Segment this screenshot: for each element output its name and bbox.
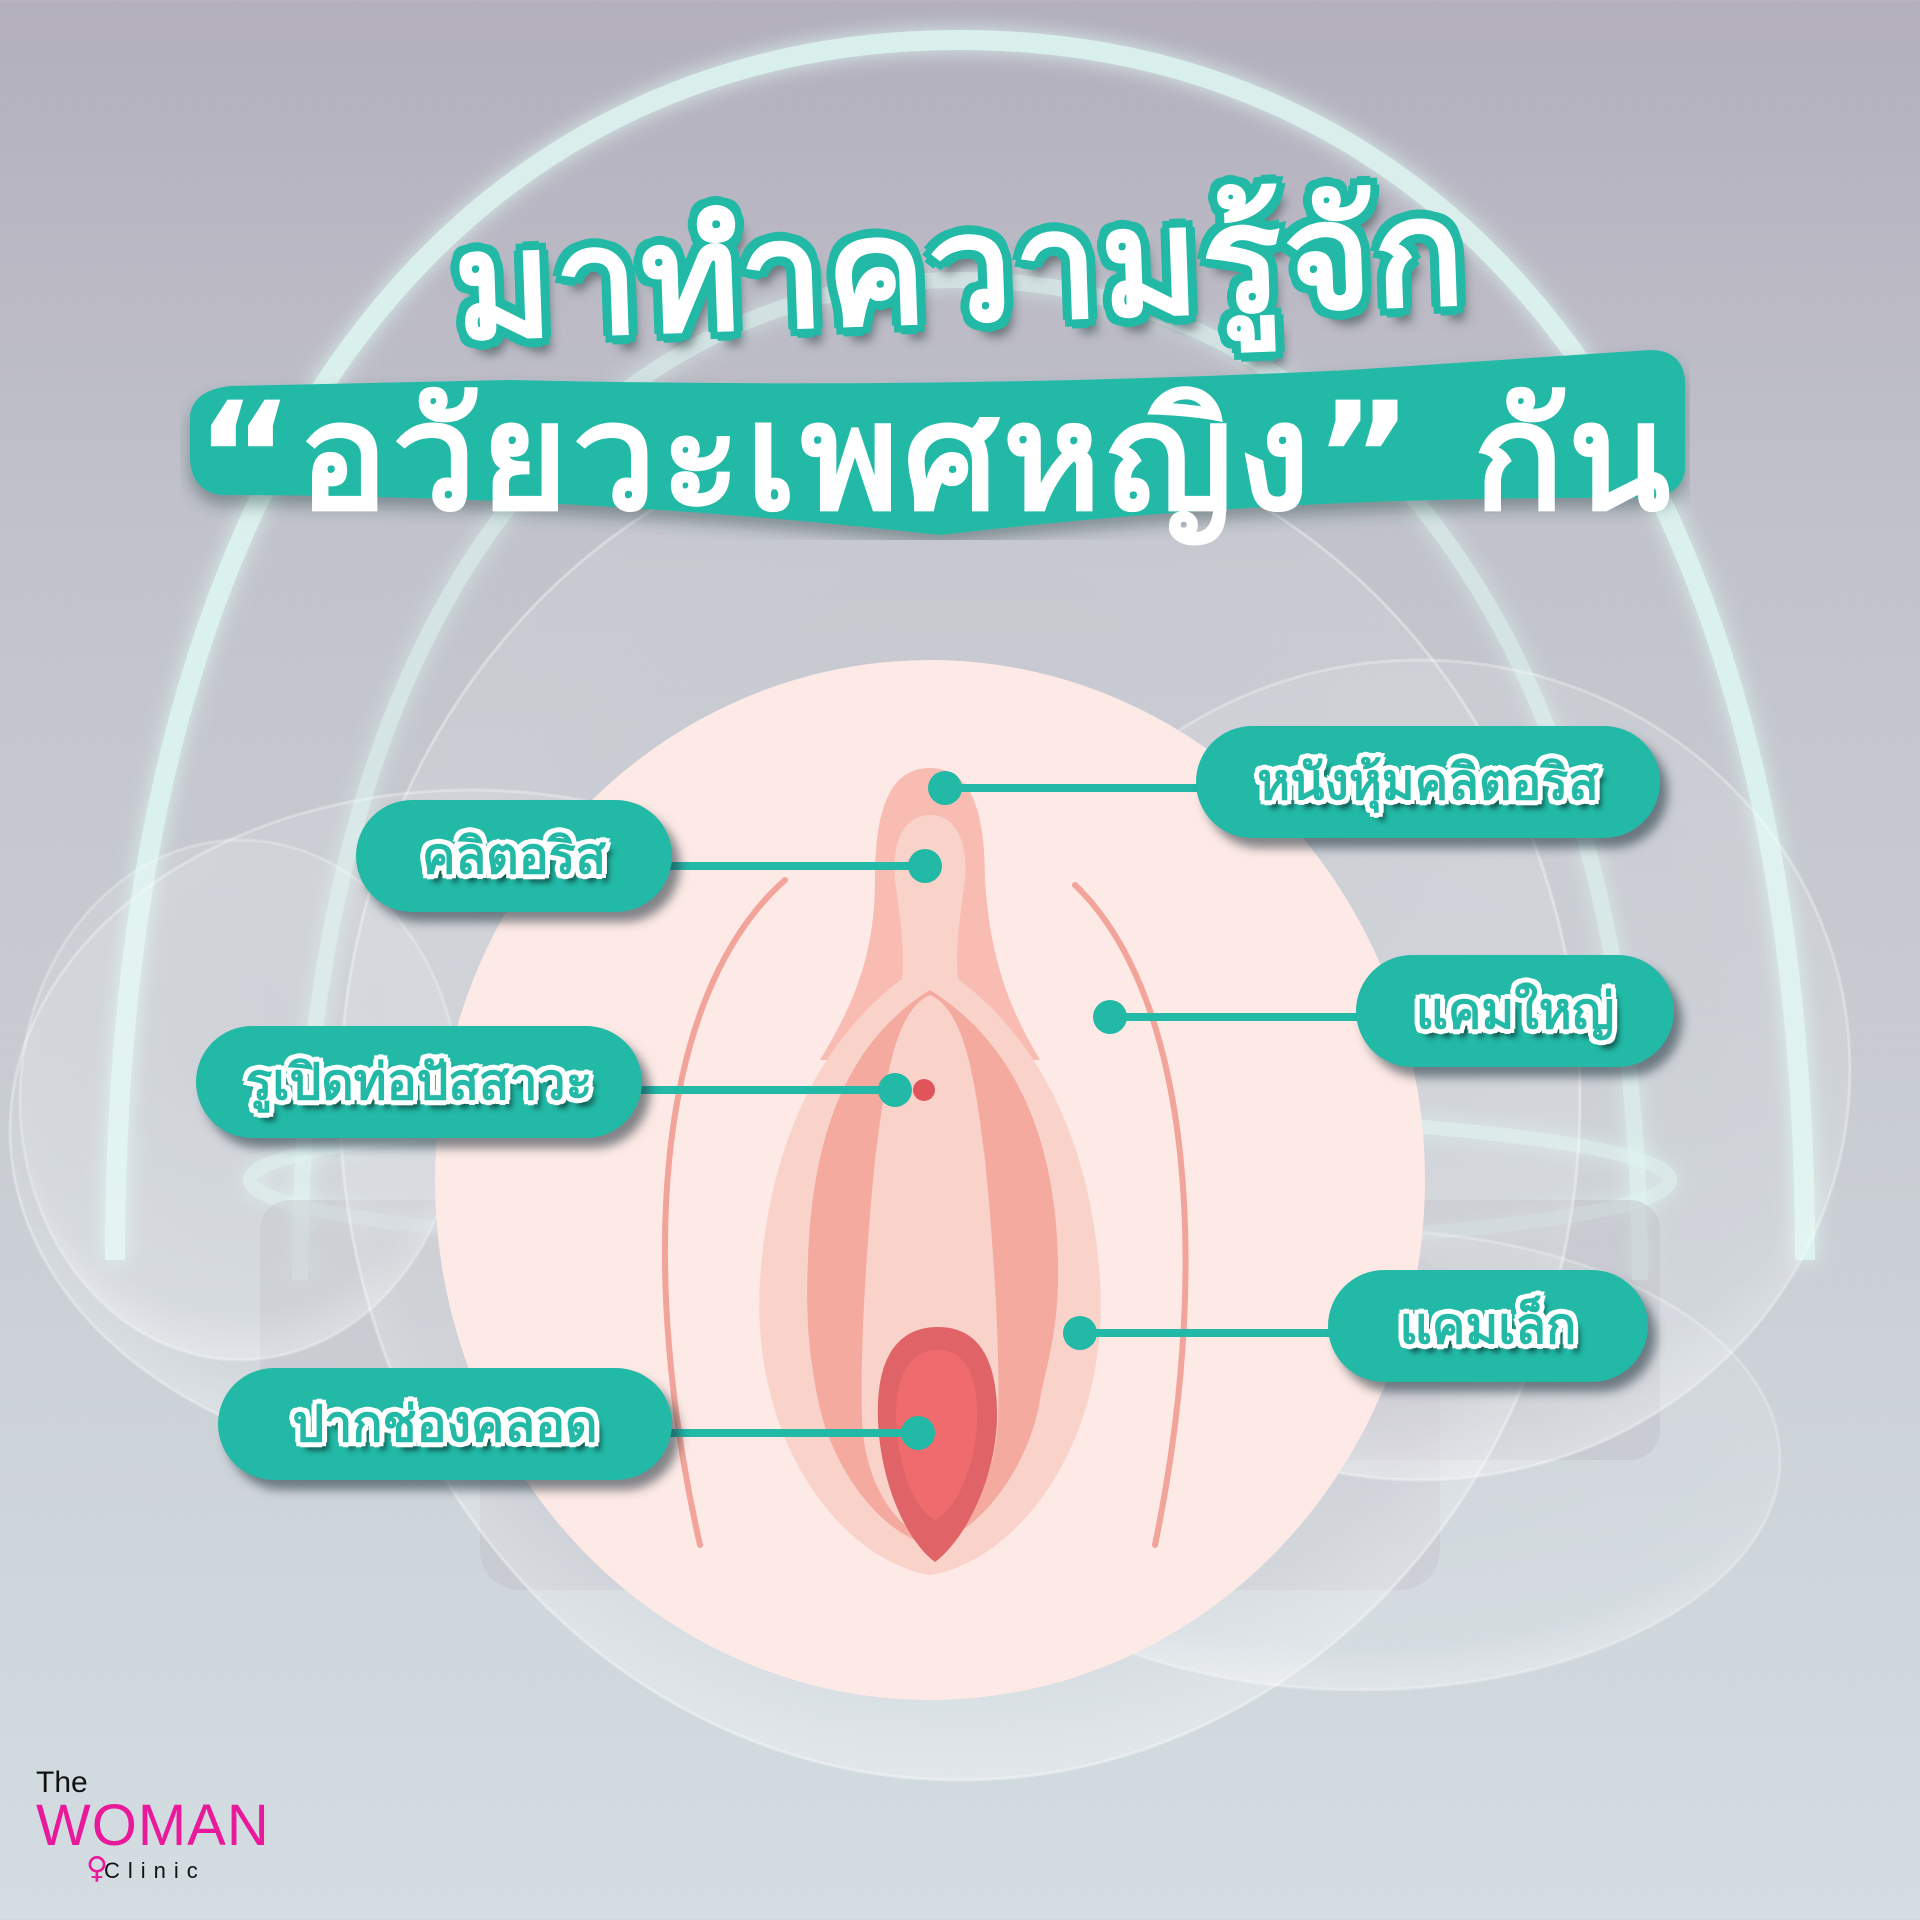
venus-icon: ♀	[86, 1851, 108, 1886]
label-labia-minora: แคมเล็ก	[1328, 1270, 1648, 1382]
page-title-banner: “อวัยวะเพศหญิง” กัน	[180, 320, 1690, 545]
banner-shape	[190, 350, 1685, 535]
label-labia-majora: แคมใหญ่	[1356, 955, 1674, 1067]
label-urethral-opening: รูเปิดท่อปัสสาวะ	[196, 1026, 642, 1138]
label-vaginal-opening: ปากช่องคลอด	[218, 1368, 672, 1480]
logo-woman: WOMAN	[36, 1793, 270, 1858]
clinic-logo: The WOMAN ♀ Clinic	[36, 1766, 269, 1886]
label-clitoral-hood: หนังหุ้มคลิตอริส	[1196, 726, 1660, 838]
logo-clinic: Clinic	[104, 1858, 206, 1883]
label-clitoris: คลิตอริส	[356, 800, 672, 912]
logo-the: The	[36, 1766, 88, 1799]
page-title-line2: “อวัยวะเพศหญิง” กัน	[195, 371, 1675, 545]
